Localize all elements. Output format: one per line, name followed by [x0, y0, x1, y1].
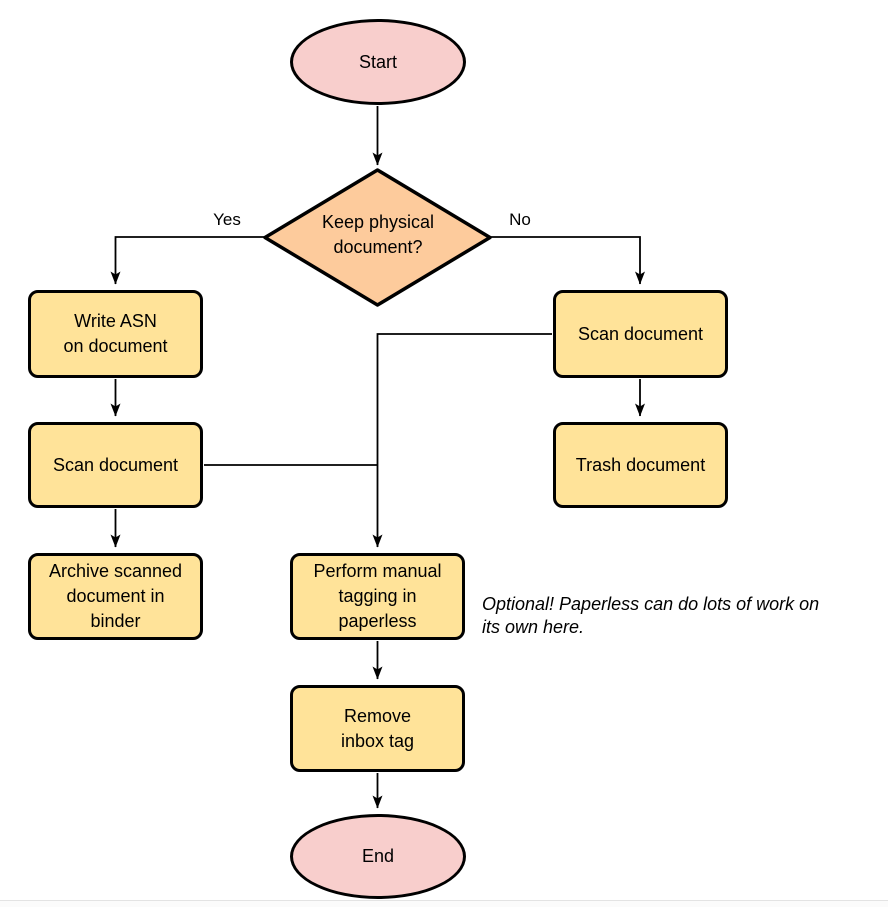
edge-label-yes: Yes — [213, 210, 241, 229]
process-scan-document-right: Scan document — [553, 290, 728, 378]
trash-label: Trash document — [575, 454, 706, 475]
process-manual-tagging: Perform manual tagging in paperless — [290, 553, 465, 640]
end-label: End — [361, 846, 395, 866]
scan-right-label: Scan document — [577, 323, 704, 344]
write-asn-line2: on document — [63, 336, 168, 356]
end-node: End — [290, 814, 466, 899]
tagging-line1: Perform manual — [313, 561, 442, 581]
annotation-line1: Optional! Paperless can do lots of work … — [482, 594, 820, 614]
write-asn-line1: Write ASN — [74, 311, 157, 331]
process-remove-inbox-tag: Remove inbox tag — [290, 685, 465, 772]
archive-line2: document in — [66, 586, 165, 606]
archive-line3: binder — [90, 611, 141, 631]
tagging-line3: paperless — [338, 611, 417, 631]
edge-scanright-to-tagging — [372, 333, 552, 548]
edge-label-no: No — [509, 210, 531, 229]
archive-line1: Archive scanned — [48, 561, 183, 581]
annotation-line2: its own here. — [482, 616, 585, 637]
remove-line2: inbox tag — [340, 730, 415, 751]
process-trash-document: Trash document — [553, 422, 728, 508]
decision-label-line1: Keep physical — [321, 212, 435, 232]
decision-node-label: Keep physical document? — [278, 210, 478, 260]
process-write-asn: Write ASN on document — [28, 290, 203, 378]
edge-decision-yes — [110, 236, 264, 285]
window-bottom-edge — [0, 900, 888, 907]
start-node: Start — [290, 19, 466, 105]
scan-left-label: Scan document — [52, 454, 179, 475]
remove-line1: Remove — [343, 705, 412, 726]
process-archive-in-binder: Archive scanned document in binder — [28, 553, 203, 640]
start-label: Start — [358, 51, 397, 72]
edge-decision-no — [491, 236, 645, 285]
tagging-line2: tagging in — [338, 586, 417, 606]
decision-label-line2: document? — [333, 237, 423, 257]
optional-annotation: Optional! Paperless can do lots of work … — [482, 593, 888, 638]
process-scan-document-left: Scan document — [28, 422, 203, 508]
